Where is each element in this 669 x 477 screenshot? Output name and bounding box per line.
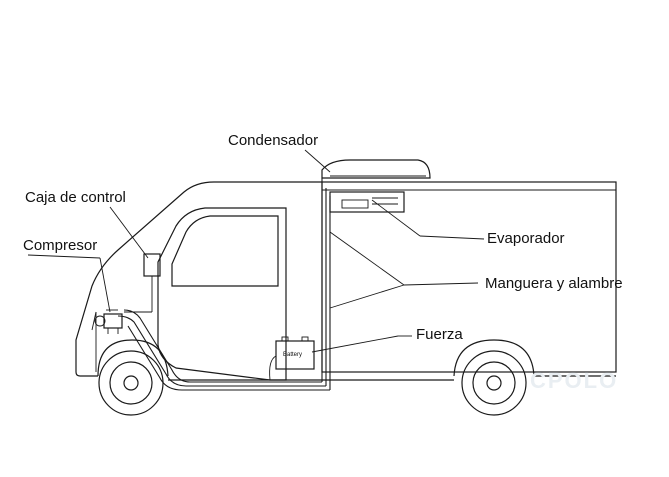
manguera-y-alambre-label: Manguera y alambre: [485, 275, 623, 292]
condenser-unit: [321, 159, 431, 179]
compressor-unit: [91, 309, 123, 334]
condensador-label: Condensador: [228, 132, 319, 149]
fuerza-label: Fuerza: [416, 326, 463, 343]
hose-chassis: [117, 309, 330, 391]
battery-wire-2: [269, 355, 277, 381]
battery-text: Battery: [283, 352, 303, 358]
leader-lines: [27, 149, 485, 353]
rear-wheel-arch: [453, 339, 535, 377]
battery-unit: [275, 336, 315, 370]
rear-wheel: [461, 350, 527, 416]
caja-de-control-label: Caja de control: [25, 189, 126, 206]
front-wheel-arch: [97, 339, 169, 377]
watermark-logo: CPOLO: [530, 368, 619, 393]
hose-vertical: [321, 178, 331, 390]
evaporador-label: Evaporador: [487, 230, 565, 247]
evaporator-unit: [329, 191, 405, 213]
compresor-label: Compresor: [23, 237, 98, 254]
front-wheel: [98, 350, 164, 416]
cab-door: [157, 207, 287, 381]
cab-window: [171, 215, 279, 287]
cab-outline: [75, 181, 322, 377]
